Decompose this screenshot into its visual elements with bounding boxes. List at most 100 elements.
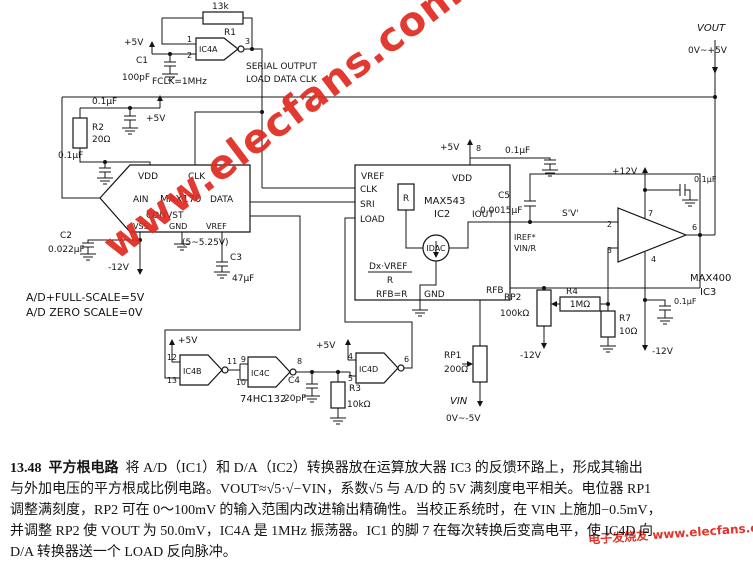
caption-line-4: 并调整 RP2 使 VOUT 为 50.0mV，IC4A 是 1MHz 振荡器。… (10, 524, 653, 539)
label-cap-01-a: 0.1μF (92, 97, 117, 107)
label-ic1-convst: CONVST (146, 211, 184, 221)
label-load-data-clk: LOAD DATA CLK (246, 75, 318, 85)
label-ic4d-5v: +5V (316, 341, 336, 351)
wires-oscillator (152, 17, 263, 188)
label-fclk: FCLK=1MHz (152, 77, 207, 87)
caption-line-5: D/A 转换器送一个 LOAD 反向脉冲。 (10, 545, 237, 560)
label-ic4b-pin11: 11 (227, 357, 237, 366)
ic1-adc-body (99, 164, 251, 233)
label-ic2-5v: +5V (440, 143, 460, 153)
label-r7-name: R7 (619, 314, 631, 324)
label-c2-name: C2 (60, 231, 72, 241)
label-iref-note-2: VIN/R (514, 244, 537, 253)
resistor-r2 (72, 117, 88, 149)
potentiometer-rp2 (536, 289, 552, 327)
label-c4-value: 20pF (284, 394, 306, 404)
label-rp2-name: RP2 (504, 293, 521, 303)
label-ic1-data: DATA (210, 195, 234, 205)
label-ic3-pin3: 3 (607, 246, 612, 255)
label-vout: VOUT (697, 23, 726, 34)
label-r1-name: R1 (224, 28, 236, 38)
label-ic2-rfb: RFB (486, 286, 504, 296)
label-r4-value: 1MΩ (570, 300, 590, 310)
wires-ic2 (262, 152, 701, 310)
gate-ic4b-body (179, 354, 223, 386)
label-ic2-r-internal: R (403, 194, 409, 204)
label-dx-vref-denominator: R (387, 276, 393, 286)
label-zeroscale-note: A/D ZERO SCALE=0V (26, 306, 143, 319)
label-r7-value: 10Ω (619, 327, 637, 337)
label-ic3-pin2: 2 (607, 220, 612, 229)
label-ic2-pin8: 8 (476, 144, 481, 153)
label-r4-name: R4 (566, 287, 578, 297)
label-ic4d-pin5: 5 (348, 374, 353, 383)
label-idac: IDAC (426, 244, 446, 253)
label-ic3-name: IC3 (700, 287, 716, 298)
label-cap-01-d: 0.1μF (694, 175, 717, 184)
label-cap-01-b: 0.1μF (58, 151, 83, 161)
wires-supply-left (79, 107, 160, 178)
label-rp2-value: 100kΩ (500, 309, 529, 319)
caption-number: 13.48 (10, 461, 42, 476)
label-iref-note-1: IREF* (514, 233, 536, 242)
gate-ic4b-bubble (221, 366, 229, 374)
label-ic3-pin6: 6 (692, 223, 697, 232)
gate-ic4d-body (355, 352, 399, 384)
label-ic3-neg12v: -12V (652, 347, 674, 357)
resistor-r4 (559, 296, 601, 312)
label-ic1-ain: AIN (133, 195, 149, 205)
label-sv-node: S'V' (562, 209, 579, 219)
gate-ic4c-body (247, 356, 291, 388)
label-serial-output: SERIAL OUTPUT (246, 62, 318, 72)
label-c3-value: 47μF (232, 274, 254, 284)
label-osc-5v: +5V (124, 38, 144, 48)
label-ic2-part: MAX543 (424, 196, 465, 207)
rp2-wiper-arrow-icon (551, 301, 557, 307)
label-c5-name: C5 (498, 191, 510, 201)
label-ic1-neg12v: -12V (108, 263, 130, 273)
label-74hc132: 74HC132 (240, 394, 286, 405)
label-c2-value: 0.022μF (48, 245, 85, 255)
label-ic2-iout: IOUT (472, 210, 494, 220)
label-rp2-neg12v: -12V (520, 351, 542, 361)
gate-ic4a-body (195, 37, 239, 61)
label-vout-range: 0V~+5V (688, 46, 728, 56)
label-ic3-pin7: 7 (648, 209, 653, 218)
figure-caption: 13.48 平方根电路 将 A/D（IC1）和 D/A（IC2）转换器放在运算放… (10, 458, 747, 563)
wires-ic1 (82, 201, 355, 379)
caption-line-3: 调整满刻度，RP2 可在 0～100mV 的输入范围内改进输出精确性。当校正系统… (10, 503, 662, 518)
label-ic4b-pin12: 12 (167, 353, 177, 362)
label-ic2-name: IC2 (434, 209, 450, 220)
label-ic4c-pin8: 8 (297, 357, 302, 366)
label-ic4d: IC4D (359, 365, 378, 374)
label-c1-name: C1 (136, 56, 148, 66)
label-ic4b-pin13: 13 (167, 376, 177, 385)
label-ic4a-pin3: 3 (245, 37, 250, 46)
label-ic2-clk: CLK (360, 185, 378, 195)
gate-ic4c-bubble (289, 368, 297, 376)
label-c5-value: 0.0015μF (480, 206, 522, 216)
label-ic2-load: LOAD (360, 215, 385, 225)
label-ic1-vdd: VDD (138, 172, 158, 182)
label-ic1-vref: VREF (206, 222, 227, 231)
wires-rp1 (462, 300, 481, 394)
label-r3-name: R3 (349, 384, 361, 394)
label-vref-range: (5~5.25V) (182, 238, 229, 248)
label-left-5v: +5V (146, 114, 166, 124)
junction-dots (103, 47, 717, 374)
ground-symbols (79, 73, 699, 425)
label-ic1-clk: CLK (188, 172, 206, 182)
ic2-dac-body (354, 164, 511, 301)
ic2-internal-resistor (397, 183, 415, 211)
label-vin: VIN (450, 396, 468, 407)
label-ic1-gnd: GND (169, 222, 187, 231)
label-r1-value: 13k (212, 2, 229, 12)
label-r2-name: R2 (92, 123, 104, 133)
rp1-wiper-arrow-icon (467, 361, 473, 367)
potentiometer-rp1 (472, 345, 488, 383)
label-vin-range: 0V~-5V (446, 414, 481, 424)
resistor-r7 (600, 310, 616, 338)
label-rp1-value: 200Ω (444, 365, 468, 375)
vout-arrow-icon (712, 67, 718, 74)
